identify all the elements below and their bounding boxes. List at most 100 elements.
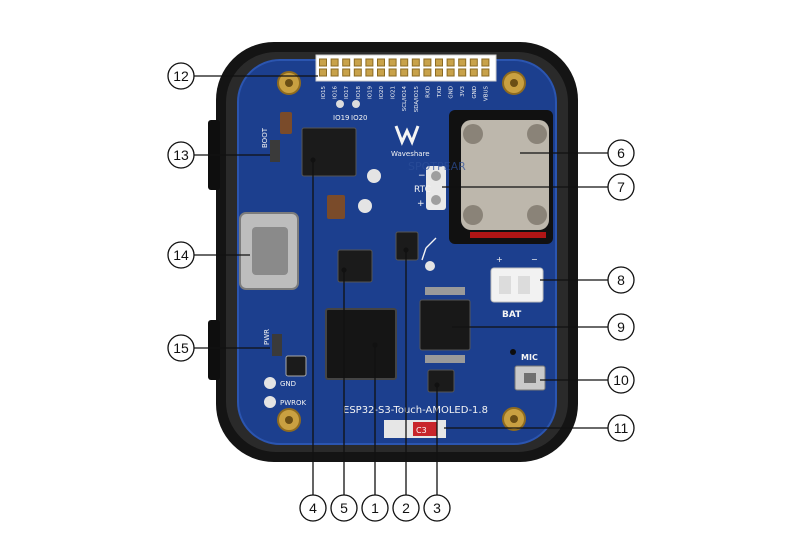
- pin-label: IO15: [321, 86, 327, 99]
- pin-header: [315, 54, 497, 82]
- header-pin-top: [446, 58, 455, 67]
- mount-hole-bottom-right-center: [510, 415, 518, 423]
- leader-end-dots: [310, 157, 440, 388]
- pin-label: IO20: [379, 86, 385, 99]
- rtc-battery-spot-bl: [463, 205, 483, 225]
- pwrok-label: PWROK: [280, 399, 307, 407]
- callout-4: 4: [299, 494, 327, 522]
- imu-chip: [395, 231, 419, 261]
- flash-chip-pins-top: [425, 287, 465, 295]
- boot-label: BOOT: [261, 127, 269, 148]
- callout-13-label: 13: [173, 147, 189, 163]
- callout-14-circle: [167, 241, 195, 269]
- pin-label: SCL/IO14: [402, 86, 408, 112]
- header-pin-bottom: [365, 68, 374, 77]
- header-pin-top: [435, 58, 443, 67]
- header-pin-top: [330, 58, 339, 67]
- pwr-button-pad: [272, 334, 282, 356]
- speaker-connector-red: [413, 422, 437, 436]
- header-pin-top: [319, 58, 327, 67]
- rtc-battery-wire: [470, 232, 546, 238]
- callout-2-label: 2: [402, 500, 410, 516]
- component-top-inductor: [280, 112, 292, 134]
- callout-4-circle: [299, 494, 327, 522]
- header-pin-bottom: [330, 68, 339, 77]
- callout-5-label: 5: [340, 500, 348, 516]
- battery-connector: [490, 267, 544, 303]
- callout-14: 14: [167, 241, 195, 269]
- mount-hole-top-right-center: [510, 79, 518, 87]
- callout-14-label: 14: [173, 247, 189, 263]
- boot-button-pad: [270, 140, 280, 162]
- leader-dot-1: [372, 342, 378, 348]
- flash-chip-pins-bottom: [425, 355, 465, 363]
- header-pin-top: [469, 58, 478, 67]
- pin-label: TXD: [437, 86, 443, 98]
- pin-label: SDA/IO15: [414, 86, 420, 113]
- pin-label: IO16: [333, 86, 339, 99]
- callout-10-label: 10: [613, 372, 629, 388]
- test-pad-a: [367, 169, 381, 183]
- io20-pad: [352, 100, 360, 108]
- header-pin-top: [423, 58, 432, 67]
- imu-axis-marks: [421, 237, 437, 261]
- header-pin-bottom: [377, 68, 385, 77]
- callout-3: 3: [423, 494, 451, 522]
- waveshare-logo-mark: [394, 125, 420, 146]
- callout-1: 1: [361, 494, 389, 522]
- board-name-text: ESP32-S3-Touch-AMOLED-1.8: [343, 405, 488, 416]
- battery-connector-slot-b: [518, 276, 530, 294]
- rtc-battery-spot-tl: [463, 124, 483, 144]
- header-pin-bottom: [319, 68, 327, 77]
- callout-12: 12: [167, 62, 195, 90]
- header-pin-bottom: [388, 68, 397, 77]
- rtc-minus-label: −: [418, 171, 426, 181]
- callout-11-circle: [607, 414, 635, 442]
- rtc-plus-label: +: [417, 199, 425, 209]
- header-pin-top: [481, 58, 490, 67]
- rtc-battery-spot-tr: [527, 124, 547, 144]
- header-pin-top: [400, 58, 409, 67]
- callout-15: 15: [167, 334, 195, 362]
- callout-6: 6: [607, 139, 635, 167]
- io20-label: IO20: [351, 114, 367, 122]
- pin-label: GND: [472, 86, 478, 99]
- rtc-battery-cell: [461, 120, 549, 230]
- pin-label: VBUS: [483, 86, 489, 102]
- callout-3-label: 3: [433, 500, 441, 516]
- battery-minus-sign: −: [531, 255, 538, 264]
- component-mid-inductor: [327, 195, 345, 219]
- callout-6-circle: [607, 139, 635, 167]
- rtc-label: RTC: [414, 185, 431, 195]
- callout-3-circle: [423, 494, 451, 522]
- header-pin-bottom: [400, 68, 409, 77]
- rtc-battery-spot-br: [527, 205, 547, 225]
- rtc-pad-plus: [431, 195, 441, 205]
- callout-15-label: 15: [173, 340, 189, 356]
- pin-label: 3V3: [460, 86, 466, 97]
- callout-7: 7: [607, 173, 635, 201]
- header-pin-bottom: [469, 68, 478, 77]
- microphone-port: [524, 373, 536, 383]
- callout-10-circle: [607, 366, 635, 394]
- leader-dot-5: [341, 267, 347, 273]
- mic-label: MIC: [521, 353, 538, 362]
- gnd-label: GND: [280, 380, 296, 388]
- header-pin-top: [365, 58, 374, 67]
- callout-2: 2: [392, 494, 420, 522]
- pin-label: GND: [449, 86, 455, 99]
- callout-7-label: 7: [617, 179, 625, 195]
- callout-leaders: [194, 75, 608, 495]
- pwrok-pad: [264, 396, 276, 408]
- rtc-pad-minus: [431, 171, 441, 181]
- esp32-s3-chip: [325, 308, 397, 380]
- pin-label: RXD: [425, 86, 431, 98]
- pwr-led: [285, 355, 307, 377]
- header-pin-top: [458, 58, 467, 67]
- gnd-pad: [264, 377, 276, 389]
- usb-c-port-inner: [252, 227, 288, 275]
- pin-label: IO19: [367, 86, 373, 99]
- callout-1-label: 1: [371, 500, 379, 516]
- rtc-chip: [427, 369, 455, 393]
